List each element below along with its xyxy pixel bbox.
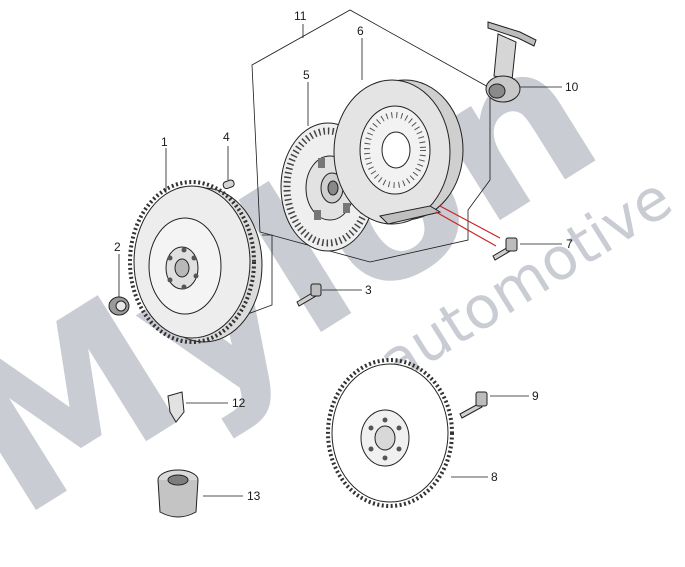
flywheel-1-bolt-hole <box>191 255 197 261</box>
bolt-9-shank <box>459 402 483 419</box>
callout-12[interactable]: 12 <box>186 396 246 410</box>
cylinder-10-arm <box>493 33 517 81</box>
flywheel-8-bolt-hole <box>368 446 374 452</box>
callout-label: 1 <box>161 135 168 149</box>
part-8-flywheel[interactable] <box>326 358 454 508</box>
part-12-retaining-clip[interactable] <box>167 391 185 423</box>
plate-6-flange <box>378 205 442 225</box>
part-3-flywheel-bolt[interactable] <box>296 283 322 307</box>
disc-5-spring <box>343 203 350 213</box>
part-2-pilot-bearing[interactable] <box>108 296 130 316</box>
disc-5-spring <box>318 158 325 168</box>
flywheel-1-bolt-hole <box>193 273 199 279</box>
pin-4-body <box>222 179 235 190</box>
callout-label: 12 <box>232 396 246 410</box>
part-6-pressure-plate[interactable] <box>333 79 464 225</box>
callout-label: 11 <box>294 9 307 23</box>
callout-10[interactable]: 10 <box>520 80 579 94</box>
flywheel-8-bolt-hole <box>382 455 388 461</box>
callout-label: 7 <box>566 237 573 251</box>
callout-label: 8 <box>491 470 498 484</box>
bearing-13-bore <box>167 474 189 486</box>
part-10-concentric-slave-cylinder[interactable] <box>485 21 537 103</box>
callout-label: 3 <box>365 283 372 297</box>
cylinder-10-pipe <box>487 21 537 47</box>
bolt-7-alignment-lines <box>435 205 501 247</box>
flywheel-1-bolt-hole <box>167 277 173 283</box>
callout-4[interactable]: 4 <box>223 130 230 180</box>
disc-5-spring <box>314 210 321 220</box>
bearing-13-side <box>157 479 199 518</box>
disc-5-splines <box>327 180 339 196</box>
bolt-3-head <box>310 283 322 297</box>
plate-6-center <box>381 131 411 169</box>
assembly-11-boundary <box>251 9 491 263</box>
cylinder-10-bore <box>488 83 506 99</box>
callout-3[interactable]: 3 <box>322 283 372 297</box>
flywheel-8-center <box>374 425 396 451</box>
clip-12-body <box>167 391 185 423</box>
callout-label: 5 <box>303 68 310 82</box>
flywheel-8-teeth <box>326 358 454 508</box>
flywheel-bracket <box>244 234 273 316</box>
flywheel-8-bolt-hole <box>382 417 388 423</box>
flywheel-1-teeth <box>128 180 256 344</box>
callout-9[interactable]: 9 <box>490 389 539 403</box>
callouts: 1 2 3 4 5 6 7 8 <box>114 9 579 503</box>
callout-label: 10 <box>565 80 579 94</box>
callout-6[interactable]: 6 <box>357 24 364 80</box>
part-1-dual-mass-flywheel[interactable] <box>128 180 263 344</box>
bearing-2-inner <box>115 300 127 312</box>
callout-13[interactable]: 13 <box>203 489 261 503</box>
part-13-release-bearing[interactable] <box>157 469 199 518</box>
callout-label: 4 <box>223 130 230 144</box>
callout-5[interactable]: 5 <box>303 68 310 126</box>
flywheel-8-bolt-hole <box>368 425 374 431</box>
part-9-flywheel-bolt[interactable] <box>459 391 488 419</box>
flywheel-1-bolt-hole <box>167 255 173 261</box>
part-4-dowel-pin[interactable] <box>222 179 235 190</box>
callout-11[interactable]: 11 <box>294 9 307 38</box>
flywheel-1-bolt-hole <box>181 247 187 253</box>
callout-label: 2 <box>114 240 121 254</box>
callout-7[interactable]: 7 <box>520 237 573 251</box>
flywheel-8-bolt-hole <box>396 446 402 452</box>
callout-label: 6 <box>357 24 364 38</box>
callout-label: 9 <box>532 389 539 403</box>
part-7-pressure-plate-bolt[interactable] <box>492 237 518 261</box>
callout-1[interactable]: 1 <box>161 135 168 193</box>
flywheel-1-center <box>174 258 190 278</box>
callout-label: 13 <box>247 489 261 503</box>
callout-8[interactable]: 8 <box>451 470 498 484</box>
bolt-9-head <box>475 391 488 407</box>
plate-6-diaphragm-fingers <box>364 112 426 188</box>
bolt-7-head <box>505 237 518 252</box>
flywheel-8-bolt-hole <box>396 425 402 431</box>
flywheel-1-bolt-hole <box>181 284 187 290</box>
callout-2[interactable]: 2 <box>114 240 121 297</box>
